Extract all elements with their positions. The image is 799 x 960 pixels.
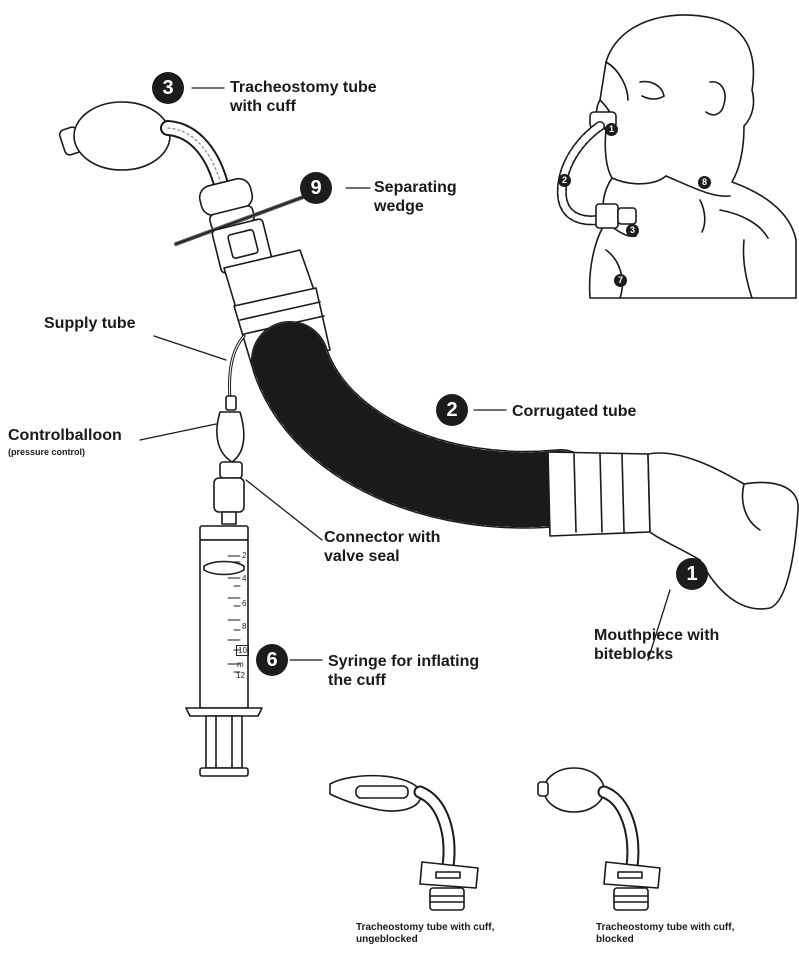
syringe bbox=[186, 526, 262, 776]
label-connector-line1: Connector with bbox=[324, 528, 440, 547]
callout-badge-corrugated: 2 bbox=[436, 394, 468, 426]
inset-marker-1: 1 bbox=[605, 123, 618, 136]
inset-marker-3: 3 bbox=[626, 224, 639, 237]
label-syringe-line2: the cuff bbox=[328, 671, 479, 690]
label-mouthpiece-line1: Mouthpiece with bbox=[594, 626, 719, 645]
label-trach-line2: with cuff bbox=[230, 97, 377, 116]
caption-blocked-line1: Tracheostomy tube with cuff, bbox=[596, 922, 734, 934]
label-wedge-line1: Separating bbox=[374, 178, 457, 197]
syringe-scale-m: m bbox=[237, 660, 244, 669]
label-balloon: Controlballoon bbox=[8, 426, 122, 445]
syringe-scale-12: 12 bbox=[236, 671, 245, 680]
label-wedge-line2: wedge bbox=[374, 197, 457, 216]
label-wedge: Separating wedge bbox=[374, 178, 457, 216]
inset-marker-8: 8 bbox=[698, 176, 711, 189]
label-syringe-line1: Syringe for inflating bbox=[328, 652, 479, 671]
supply-tube bbox=[214, 336, 244, 524]
callout-badge-wedge: 9 bbox=[300, 172, 332, 204]
syringe-scale-2: 2 bbox=[242, 551, 246, 560]
label-trach: Tracheostomy tube with cuff bbox=[230, 78, 377, 116]
label-supply-tube: Supply tube bbox=[44, 314, 136, 333]
label-connector-line2: valve seal bbox=[324, 547, 440, 566]
label-syringe: Syringe for inflating the cuff bbox=[328, 652, 479, 690]
callout-badge-mouthpiece: 1 bbox=[676, 558, 708, 590]
syringe-scale-10: 10 bbox=[236, 645, 249, 656]
caption-unblocked: Tracheostomy tube with cuff, ungeblocked bbox=[356, 922, 494, 946]
label-mouthpiece: Mouthpiece with biteblocks bbox=[594, 626, 719, 664]
corrugated-tube bbox=[290, 360, 560, 490]
mouthpiece bbox=[548, 452, 798, 609]
inset-marker-7: 7 bbox=[614, 274, 627, 287]
label-corrugated: Corrugated tube bbox=[512, 402, 636, 421]
syringe-scale-8: 8 bbox=[242, 622, 246, 631]
label-trach-line1: Tracheostomy tube bbox=[230, 78, 377, 97]
caption-blocked: Tracheostomy tube with cuff, blocked bbox=[596, 922, 734, 946]
label-connector: Connector with valve seal bbox=[324, 528, 440, 566]
tracheostomy-tube bbox=[58, 102, 222, 188]
tube-blocked-illustration bbox=[538, 768, 660, 910]
label-balloon-sub: (pressure control) bbox=[8, 447, 85, 457]
label-mouthpiece-line2: biteblocks bbox=[594, 645, 719, 664]
caption-unblocked-line2: ungeblocked bbox=[356, 934, 494, 946]
callout-badge-trach: 3 bbox=[152, 72, 184, 104]
tube-unblocked-illustration bbox=[330, 776, 478, 910]
caption-blocked-line2: blocked bbox=[596, 934, 734, 946]
patient-illustration bbox=[562, 15, 796, 298]
syringe-scale-6: 6 bbox=[242, 599, 246, 608]
inset-marker-2: 2 bbox=[558, 174, 571, 187]
syringe-scale-4: 4 bbox=[242, 574, 246, 583]
callout-badge-syringe: 6 bbox=[256, 644, 288, 676]
caption-unblocked-line1: Tracheostomy tube with cuff, bbox=[356, 922, 494, 934]
